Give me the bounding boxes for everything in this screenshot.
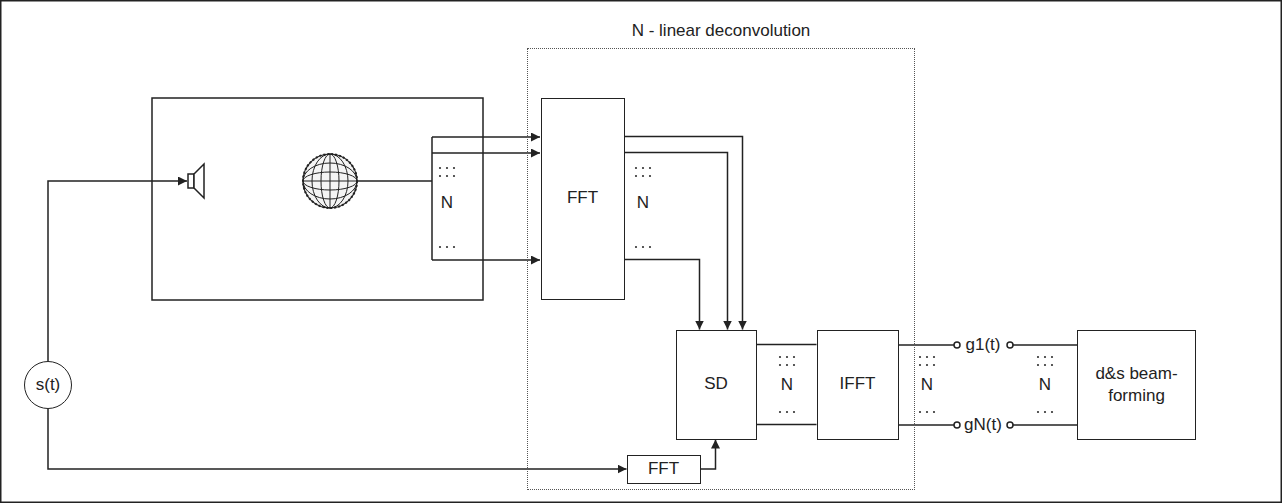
- signal-connector: [701, 440, 716, 470]
- loudspeaker-symbol: [188, 164, 204, 198]
- box-label: FFT: [645, 458, 682, 480]
- channel-count: N: [781, 375, 793, 395]
- channel-count: N: [921, 375, 933, 395]
- fft-box: FFT: [541, 98, 625, 300]
- connector-line: [625, 153, 728, 330]
- signal-connector: [757, 345, 817, 425]
- box-label: d&s beam- forming: [1078, 363, 1195, 407]
- deconvolution-group: N - linear deconvolutionFFTSDIFFTFFT: [527, 48, 915, 490]
- microphone-bus: [357, 137, 540, 260]
- signal-connector: [625, 137, 743, 330]
- signal-name: gN(t): [964, 415, 1002, 435]
- signal-name: g1(t): [966, 335, 1001, 355]
- spectral-division-box: SD: [676, 330, 757, 440]
- signal-connector: [48, 409, 627, 469]
- connector-line: [625, 260, 700, 330]
- box-label: s(t): [33, 374, 64, 396]
- box-label: IFFT: [837, 373, 879, 395]
- box-label: FFT: [564, 187, 601, 209]
- ifft-box: IFFT: [817, 330, 899, 440]
- connector-line: [701, 440, 716, 470]
- fft-box: FFT: [627, 455, 701, 484]
- signal-wire: [48, 181, 187, 361]
- channel-count: N: [637, 193, 649, 213]
- beamforming-box: d&s beam- forming: [1077, 330, 1196, 440]
- connector-line: [757, 344, 817, 346]
- channel-count: N: [1039, 375, 1051, 395]
- connector-line: [757, 424, 817, 426]
- connector-line: [625, 137, 743, 330]
- room-box: [152, 98, 483, 300]
- group-title: N - linear deconvolution: [528, 20, 914, 42]
- connector-line: [48, 409, 627, 469]
- channel-count: N: [441, 193, 453, 213]
- spherical-microphone-array: [303, 154, 357, 208]
- signal-source-circle: s(t): [24, 361, 72, 409]
- box-label: SD: [701, 373, 731, 395]
